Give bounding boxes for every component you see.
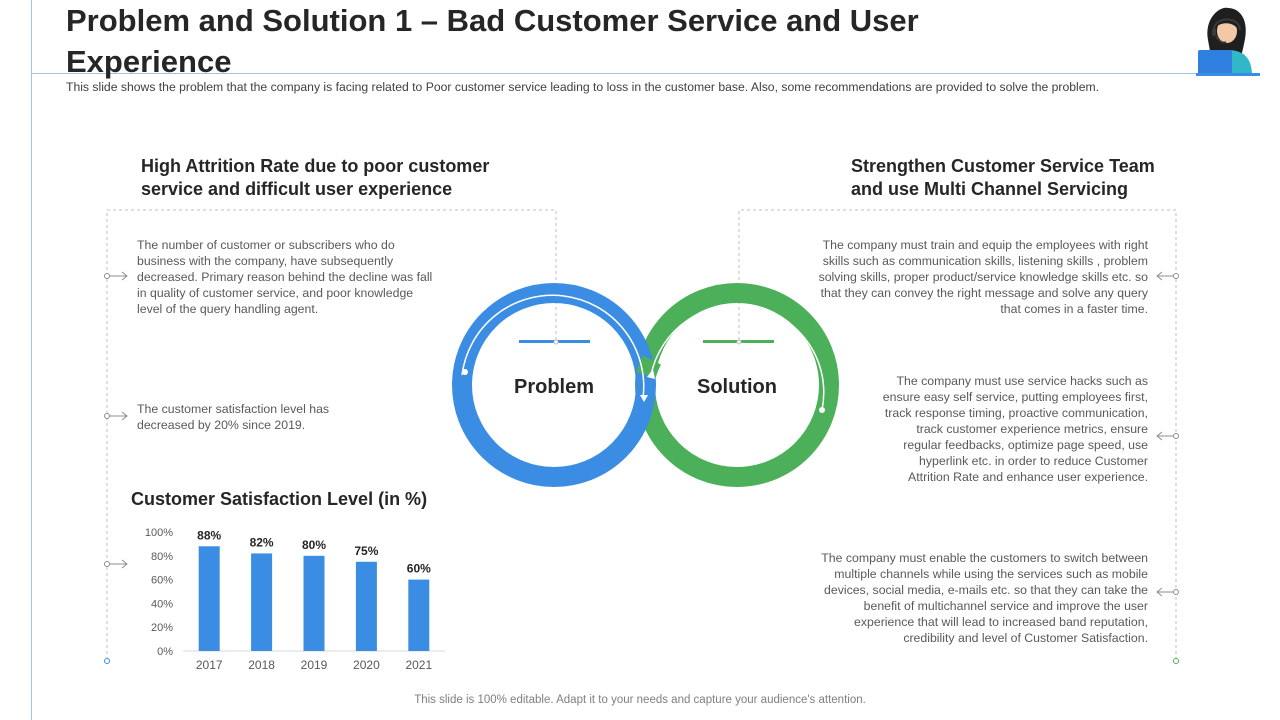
problem-point-1: The number of customer or subscribers wh… [137,238,433,316]
page-subtitle: This slide shows the problem that the co… [66,80,1100,94]
bar-2017 [198,546,220,651]
problem-ring [452,283,656,487]
data-label: 75% [354,544,378,558]
y-tick-label: 20% [151,622,173,634]
problem-label: Problem [514,376,594,398]
bar-2018 [251,553,273,651]
solution-label: Solution [697,376,777,398]
bar-2019 [303,555,325,651]
y-tick-label: 60% [151,575,173,587]
chart-title: Customer Satisfaction Level (in %) [131,489,428,509]
solution-point-1: The company must train and equip the emp… [818,238,1148,316]
bar-2021 [408,579,430,651]
x-tick-label: 2018 [248,658,275,672]
y-tick-label: 0% [157,646,173,658]
data-label: 60% [407,562,431,576]
arrow-icon [104,411,128,421]
arrow-icon [1156,431,1179,441]
arrow-icon [104,559,128,569]
y-tick-label: 100% [145,527,173,539]
problem-connector [106,209,557,660]
bar-2020 [355,561,377,651]
data-label: 88% [197,528,221,542]
left-accent-line [31,0,32,720]
problem-point-2: The customer satisfaction level has decr… [137,402,330,432]
x-tick-label: 2019 [301,658,328,672]
data-label: 82% [250,535,274,549]
x-tick-label: 2020 [353,658,380,672]
satisfaction-bar-chart: 0% 20% 40% 60% 80% 100% 88% 2017 82% 2018 80% 2019 7… [145,527,445,672]
solution-arrow-icon [650,304,825,411]
solution-heading: Strengthen Customer Service Team and use… [851,156,1155,199]
solution-point-2: The company must use service hacks such … [882,374,1148,484]
x-tick-label: 2017 [196,658,223,672]
page-title: Problem and Solution 1 – Bad Customer Se… [66,3,919,79]
y-tick-label: 80% [151,551,173,563]
y-tick-label: 40% [151,598,173,610]
arrow-icon [1156,271,1179,281]
problem-arrow-icon [461,294,645,399]
title-underline [31,73,1260,74]
footer-note: This slide is 100% editable. Adapt it to… [414,694,866,706]
arrow-icon [104,271,128,281]
customer-support-agent-icon [1190,4,1262,76]
solution-point-3: The company must enable the customers to… [821,551,1148,645]
arrow-icon [1156,587,1179,597]
data-label: 80% [302,538,326,552]
x-tick-label: 2021 [405,658,432,672]
problem-heading: High Attrition Rate due to poor customer… [141,156,490,199]
